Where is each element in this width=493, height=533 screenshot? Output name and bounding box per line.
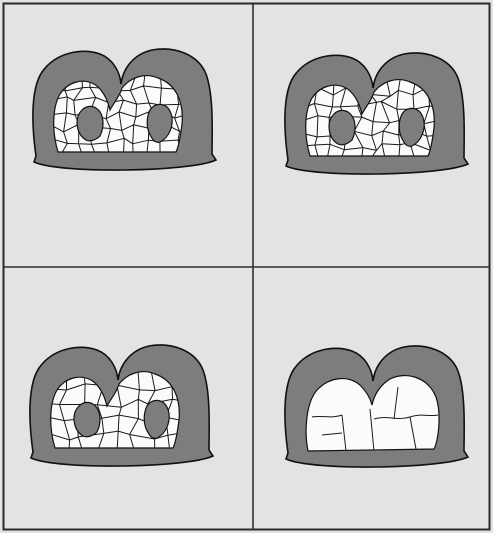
left-curled-flap (329, 110, 355, 144)
left-curled-flap (74, 402, 100, 436)
left-curled-flap (77, 106, 103, 140)
